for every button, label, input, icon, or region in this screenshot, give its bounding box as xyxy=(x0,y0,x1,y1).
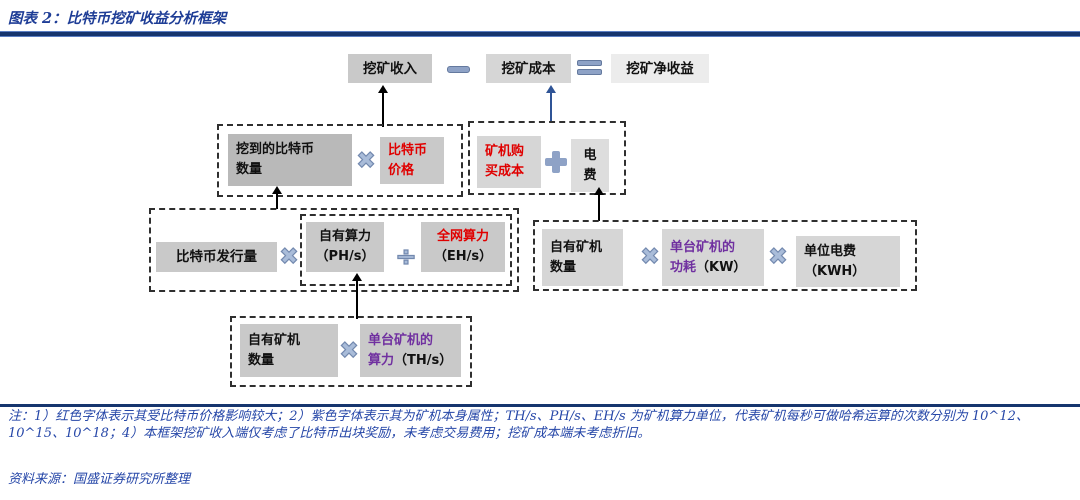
own-miner-count-line2: 数量 xyxy=(550,259,577,275)
unit-electricity-line1: 单位电费 xyxy=(804,243,857,259)
miner-purchase-cost-box: 矿机购 买成本 xyxy=(477,136,541,188)
btc-mined-line1: 挖到的比特币 xyxy=(236,142,315,157)
own-miner-count2-line1: 自有矿机 xyxy=(248,332,301,348)
divide-icon: ÷ xyxy=(394,241,417,272)
arrow-up-to-electricity xyxy=(594,187,604,221)
cost-components-group xyxy=(468,121,626,195)
own-hashrate-line1: 自有算力 xyxy=(318,229,371,244)
mining-cost-label: 挖矿成本 xyxy=(501,60,556,77)
mining-revenue-label: 挖矿收入 xyxy=(363,60,417,77)
btc-price-line2: 价格 xyxy=(388,162,415,178)
arrow-up-to-cost xyxy=(546,85,556,122)
electricity-line2: 费 xyxy=(583,167,597,183)
source-text: 资料来源：国盛证券研究所整理 xyxy=(8,472,191,487)
electricity-formula-group xyxy=(533,220,917,291)
plus-icon xyxy=(545,151,567,173)
miner-purchase-line1: 矿机购 xyxy=(485,144,525,159)
minus-icon xyxy=(447,66,470,73)
btc-price-box: 比特币 价格 xyxy=(380,137,444,184)
arrow-up-to-own-hashrate xyxy=(352,273,362,319)
btc-mined-line2: 数量 xyxy=(236,162,263,177)
multiply-icon: ✖ xyxy=(768,243,788,270)
multiply-icon: ✖ xyxy=(279,243,299,270)
network-hashrate-line1: 全网算力 xyxy=(436,229,489,244)
power-per-miner-box: 单台矿机的 功耗（KW） xyxy=(662,229,764,286)
net-revenue-label: 挖矿净收益 xyxy=(626,60,694,77)
net-revenue-box: 挖矿净收益 xyxy=(611,54,709,83)
unit-electricity-box: 单位电费 （KWH） xyxy=(796,236,900,287)
hashrate-per-miner-line1: 单台矿机的 xyxy=(368,332,434,348)
multiply-icon: ✖ xyxy=(339,337,359,364)
network-hashrate-box: 全网算力 （EH/s） xyxy=(421,222,505,272)
revenue-components-group xyxy=(217,124,463,197)
btc-issuance-label: 比特币发行量 xyxy=(176,249,257,265)
electricity-fee-box: 电 费 xyxy=(571,139,609,192)
electricity-line1: 电 xyxy=(583,147,597,163)
footnote-text: 注：1）红色字体表示其受比特币价格影响较大；2）紫色字体表示其为矿机本身属性；T… xyxy=(8,409,1029,441)
power-attr: 功耗 xyxy=(670,259,697,275)
hashrate-per-miner-box: 单台矿机的 算力（TH/s） xyxy=(360,324,461,377)
btc-mined-qty-box: 挖到的比特币 数量 xyxy=(228,134,352,186)
own-hashrate-box: 自有算力 （PH/s） xyxy=(306,222,384,272)
power-per-miner-line2: 功耗（KW） xyxy=(670,258,746,278)
own-miner-count-box-2: 自有矿机 数量 xyxy=(240,324,338,377)
arrow-up-to-revenue xyxy=(378,85,388,127)
power-per-miner-line1: 单台矿机的 xyxy=(670,239,736,255)
own-miner-count2-line2: 数量 xyxy=(248,352,275,368)
multiply-icon: ✖ xyxy=(640,243,660,270)
btc-price-line1: 比特币 xyxy=(388,142,428,158)
figure-title: 图表 2：比特币挖矿收益分析框架 xyxy=(8,10,227,27)
hashrate-per-miner-line2: 算力（TH/s） xyxy=(368,351,452,371)
hashrate-unit: （TH/s） xyxy=(394,352,453,368)
mining-cost-box: 挖矿成本 xyxy=(486,54,571,83)
hashrate-ratio-group xyxy=(300,214,512,286)
own-miner-count-box: 自有矿机 数量 xyxy=(542,229,623,286)
multiply-icon: ✖ xyxy=(356,147,376,174)
own-miner-count-line1: 自有矿机 xyxy=(550,239,603,255)
footer-divider xyxy=(0,404,1080,407)
equals-icon xyxy=(577,60,602,75)
mined-qty-formula-group xyxy=(149,208,519,292)
title-divider xyxy=(0,31,1080,37)
btc-issuance-box: 比特币发行量 xyxy=(156,242,277,272)
own-hashrate-formula-group xyxy=(230,316,472,387)
power-unit: （KW） xyxy=(696,259,747,275)
miner-purchase-line2: 买成本 xyxy=(485,164,525,179)
hashrate-attr: 算力 xyxy=(368,352,395,368)
network-hashrate-line2: （EH/s） xyxy=(433,249,493,264)
own-hashrate-line2: （PH/s） xyxy=(315,249,375,264)
unit-electricity-line2: （KWH） xyxy=(804,263,866,279)
mining-revenue-box: 挖矿收入 xyxy=(348,54,432,83)
arrow-up-to-mined-qty xyxy=(272,186,282,209)
